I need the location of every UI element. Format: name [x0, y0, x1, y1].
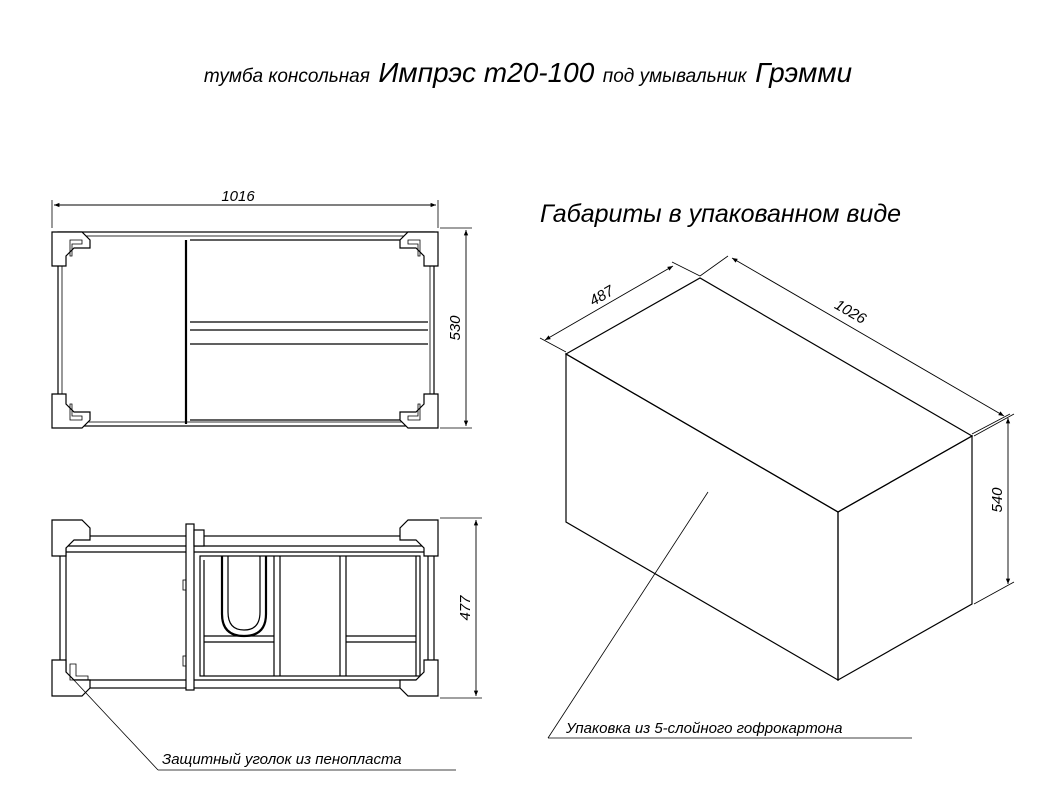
title-part-1: тумба консольная [204, 66, 370, 87]
dimension-package-length: 1026 [699, 255, 1011, 435]
front-view: 477 Защитный уголок из пенопласта [51, 517, 482, 771]
callout-packaging: Упаковка из 5-слойного гофрокартона [547, 491, 912, 739]
dimension-label-477: 477 [457, 595, 474, 621]
title-part-2: Импрэс т20-100 [378, 57, 594, 88]
dimension-package-depth: 487 [539, 261, 701, 353]
title-part-3: под умывальник [603, 66, 748, 87]
callout-packaging-label: Упаковка из 5-слойного гофрокартона [565, 720, 842, 737]
dimension-height: 477 [440, 517, 482, 699]
dimension-label-487: 487 [587, 282, 618, 310]
title-part-4: Грэмми [755, 57, 852, 88]
foam-corner [399, 231, 439, 267]
callout-foam-corner: Защитный уголок из пенопласта [71, 677, 456, 771]
foam-corner [399, 659, 439, 697]
dimension-label-530: 530 [447, 315, 464, 341]
foam-corner [399, 393, 439, 429]
package-box: 487 1026 540 Упаковка из 5-слойного гофр… [539, 255, 1015, 739]
dimension-label-1016: 1016 [221, 188, 255, 205]
top-view: 1016 530 [51, 188, 472, 429]
foam-corner [51, 231, 91, 267]
dimension-depth: 530 [440, 227, 472, 429]
callout-foam-corner-label: Защитный уголок из пенопласта [162, 751, 402, 768]
foam-corner [51, 519, 91, 557]
foam-corner [399, 519, 439, 557]
dimension-label-540: 540 [989, 487, 1006, 513]
dimension-label-1026: 1026 [832, 296, 870, 328]
drawing-title: тумба консольная Импрэс т20-100 под умыв… [204, 57, 853, 88]
dimension-package-height: 540 [973, 413, 1015, 605]
foam-corner [51, 393, 91, 429]
dimension-width: 1016 [51, 188, 439, 228]
package-title: Габариты в упакованном виде [540, 200, 901, 228]
